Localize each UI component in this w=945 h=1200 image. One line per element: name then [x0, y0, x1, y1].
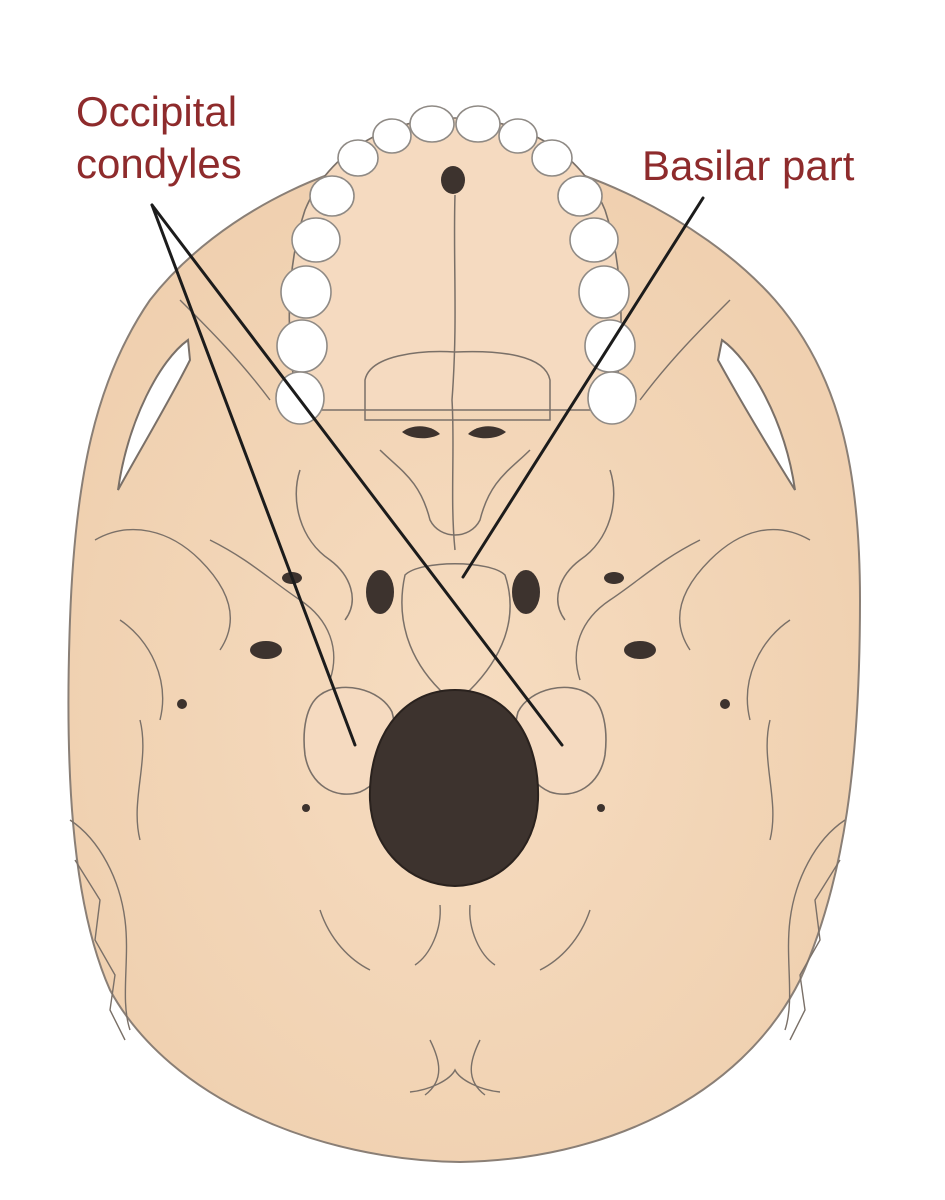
left-choana: [402, 426, 440, 439]
left-lambdoid-suture: [74, 859, 126, 1041]
left-pterygoid: [295, 469, 353, 621]
incisive-foramen: [441, 166, 465, 194]
label-occipital-line-1: Occipital: [76, 88, 238, 135]
right-foramen-lacerum: [512, 570, 540, 614]
label-occipital-condyles: Occipital condyles: [76, 86, 242, 190]
leader-line-basilar: [461, 196, 705, 579]
left-stylomastoid-foramen: [177, 699, 187, 709]
label-occipital-line-2: condyles: [76, 140, 242, 187]
left-jugular-foramen: [250, 641, 282, 659]
median-palatine-suture: [451, 194, 456, 551]
occipital-crest-lines: [319, 904, 591, 1096]
palatine-bone: [364, 350, 551, 421]
vomer-sphenoid-region: [379, 449, 531, 536]
skull-outline: [67, 148, 862, 1164]
right-condylar-foramen: [597, 804, 605, 812]
right-pterygoid: [557, 469, 615, 621]
leader-line-occipital-left: [150, 203, 357, 747]
leader-line-occipital-right: [150, 203, 564, 747]
right-choana: [468, 426, 506, 439]
temporal-bone-lines: [69, 299, 846, 1031]
right-foramen-small-1: [604, 572, 624, 584]
left-condylar-foramen: [302, 804, 310, 812]
right-jugular-foramen: [624, 641, 656, 659]
label-basilar-text: Basilar part: [642, 142, 855, 189]
left-temporal-fossa: [117, 338, 192, 491]
label-basilar-part: Basilar part: [642, 140, 854, 192]
left-foramen-lacerum: [366, 570, 394, 614]
right-temporal-fossa: [716, 338, 796, 491]
upper-teeth: [275, 105, 637, 425]
basilar-part: [401, 563, 511, 699]
right-stylomastoid-foramen: [720, 699, 730, 709]
right-lambdoid-suture: [789, 859, 841, 1041]
leader-lines: [150, 196, 705, 747]
foramen-magnum: [368, 688, 540, 888]
